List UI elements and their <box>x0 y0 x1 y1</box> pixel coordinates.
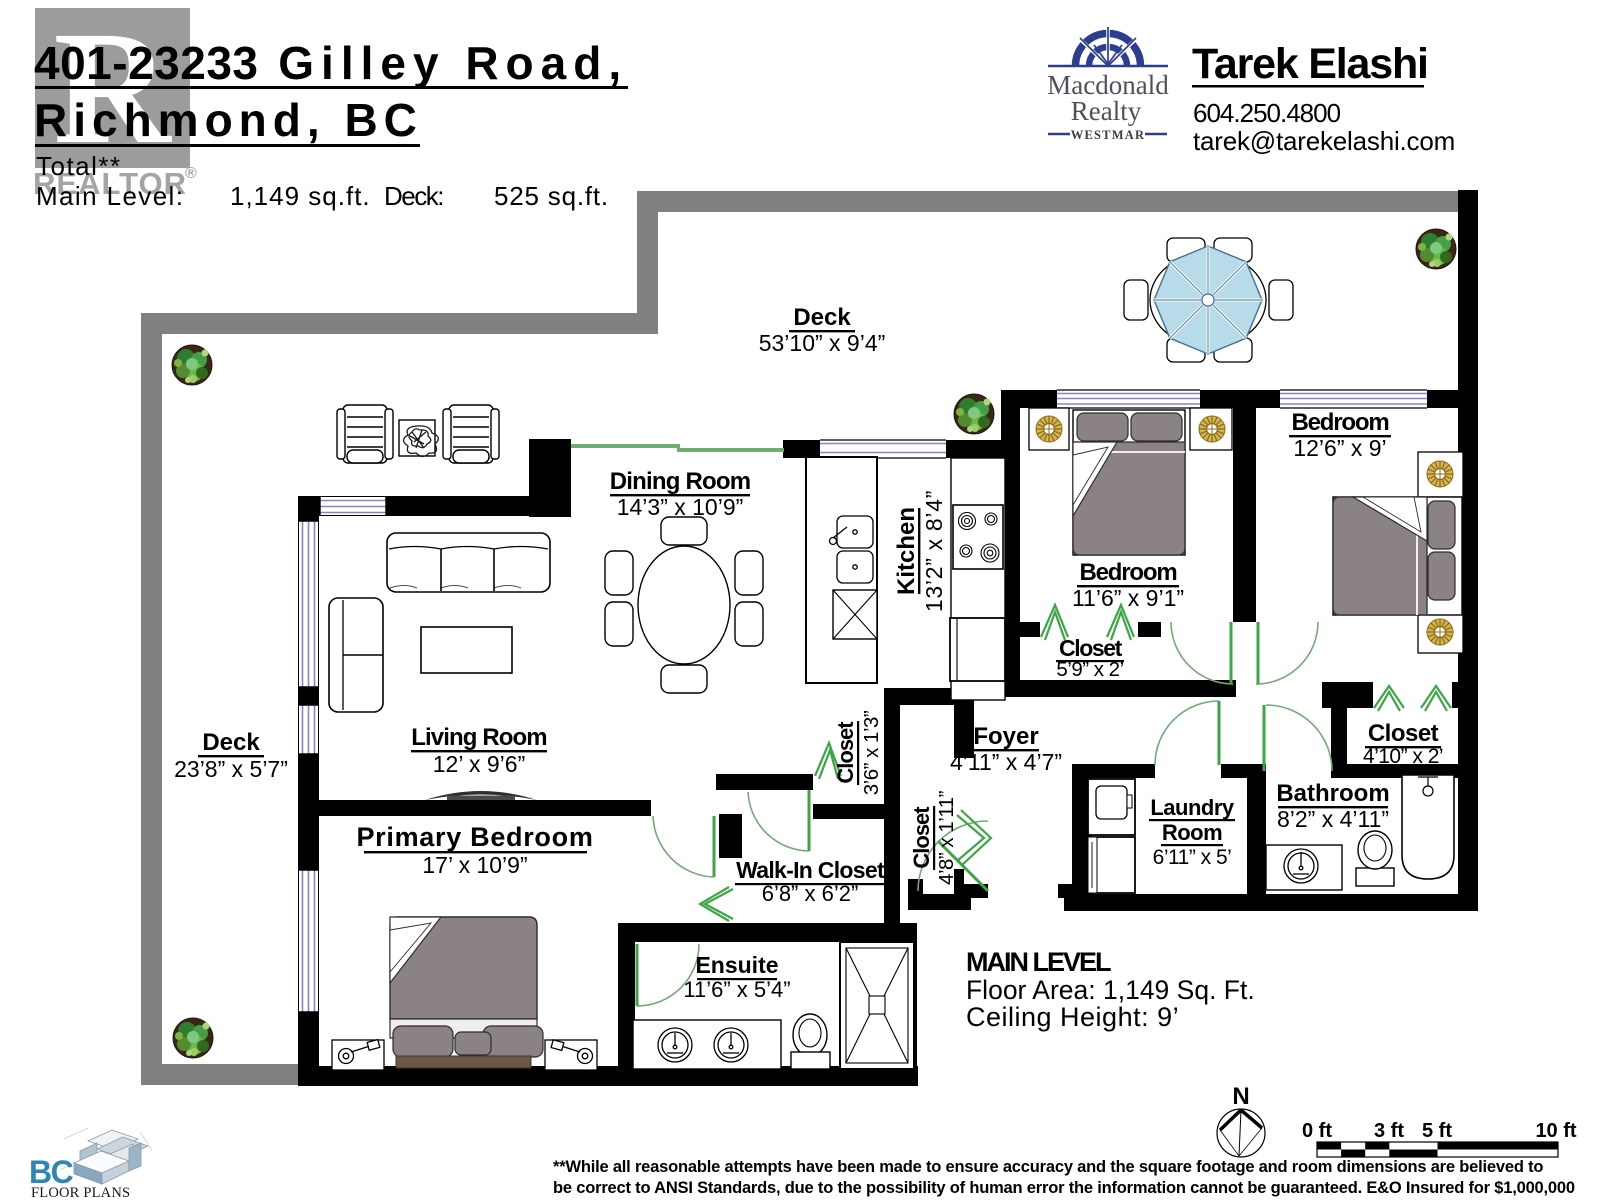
svg-text:17’ x 10’9”: 17’ x 10’9” <box>422 852 527 878</box>
svg-text:Living Room: Living Room <box>411 724 546 751</box>
svg-text:Walk-In Closet: Walk-In Closet <box>736 857 885 883</box>
svg-text:Laundry: Laundry <box>1150 795 1235 820</box>
svg-text:Deck: Deck <box>793 304 851 331</box>
svg-text:Bathroom: Bathroom <box>1276 780 1389 807</box>
svg-text:Kitchen: Kitchen <box>893 507 920 595</box>
svg-text:Primary Bedroom: Primary Bedroom <box>356 822 593 852</box>
svg-text:Macdonald: Macdonald <box>1047 70 1169 100</box>
svg-text:Floor Area: 1,149 Sq. Ft.: Floor Area: 1,149 Sq. Ft. <box>966 975 1255 1005</box>
svg-text:FLOOR PLANS: FLOOR PLANS <box>31 1185 130 1200</box>
svg-text:6’8” x 6’2”: 6’8” x 6’2” <box>762 881 859 906</box>
svg-text:23’8” x 5’7”: 23’8” x 5’7” <box>174 756 288 782</box>
svg-text:Deck:: Deck: <box>384 181 443 211</box>
svg-text:tarek@tarekelashi.com: tarek@tarekelashi.com <box>1193 126 1455 156</box>
svg-text:4’11” x 4’7”: 4’11” x 4’7” <box>950 749 1062 775</box>
svg-text:Total**: Total** <box>36 151 122 181</box>
svg-text:Closet: Closet <box>909 806 934 869</box>
svg-text:Bedroom: Bedroom <box>1080 559 1177 586</box>
svg-text:**While all reasonable attempt: **While all reasonable attempts have bee… <box>553 1158 1543 1176</box>
svg-text:5 ft: 5 ft <box>1422 1120 1452 1142</box>
svg-text:8’2” x 4’11”: 8’2” x 4’11” <box>1277 806 1389 832</box>
svg-text:Dining Room: Dining Room <box>610 468 751 495</box>
svg-text:12’6” x 9’: 12’6” x 9’ <box>1293 435 1386 461</box>
svg-text:10 ft: 10 ft <box>1535 1120 1576 1142</box>
svg-text:13’2” x 8’4”: 13’2” x 8’4” <box>921 490 947 612</box>
svg-text:be correct to ANSI Standards,: be correct to ANSI Standards, due to the… <box>553 1179 1575 1197</box>
svg-text:3’6” x 1’3”: 3’6” x 1’3” <box>860 710 883 795</box>
svg-text:REALTOR: REALTOR <box>33 166 187 201</box>
svg-text:Room: Room <box>1162 820 1222 845</box>
svg-text:6’11” x 5’: 6’11” x 5’ <box>1153 846 1232 869</box>
svg-text:WESTMAR: WESTMAR <box>1071 128 1145 142</box>
svg-text:5’9” x 2’: 5’9” x 2’ <box>1056 658 1123 681</box>
svg-text:BC: BC <box>29 1154 74 1190</box>
svg-text:14’3” x 10’9”: 14’3” x 10’9” <box>617 494 744 520</box>
svg-text:11’6” x 9’1”: 11’6” x 9’1” <box>1072 585 1184 611</box>
svg-text:Foyer: Foyer <box>973 723 1038 750</box>
svg-text:Main Level:: Main Level: <box>36 181 184 211</box>
svg-text:12’ x 9’6”: 12’ x 9’6” <box>433 751 525 777</box>
svg-text:Realty: Realty <box>1071 96 1142 126</box>
svg-text:Deck: Deck <box>202 729 260 756</box>
svg-text:N: N <box>1232 1083 1249 1110</box>
svg-text:11’6” x 5’4”: 11’6” x 5’4” <box>683 977 790 1002</box>
svg-text:Closet: Closet <box>833 721 858 784</box>
svg-text:®: ® <box>185 165 197 182</box>
svg-text:4’10” x 2’: 4’10” x 2’ <box>1363 745 1443 768</box>
svg-text:4’8” x 1’11”: 4’8” x 1’11” <box>935 790 958 885</box>
svg-text:Bedroom: Bedroom <box>1292 409 1389 436</box>
svg-text:53’10” x 9’4”: 53’10” x 9’4” <box>759 330 886 356</box>
svg-text:Ceiling Height: 9’: Ceiling Height: 9’ <box>966 1002 1179 1032</box>
svg-text:Closet: Closet <box>1059 635 1123 661</box>
svg-text:3 ft: 3 ft <box>1374 1120 1404 1142</box>
svg-text:604.250.4800: 604.250.4800 <box>1193 98 1341 128</box>
svg-text:1,149 sq.ft.: 1,149 sq.ft. <box>230 181 371 211</box>
svg-text:Richmond, BC: Richmond, BC <box>34 94 423 146</box>
svg-text:0 ft: 0 ft <box>1302 1120 1332 1142</box>
svg-text:Tarek Elashi: Tarek Elashi <box>1192 40 1428 88</box>
svg-text:Closet: Closet <box>1368 720 1439 747</box>
svg-text:Ensuite: Ensuite <box>695 952 778 978</box>
svg-text:MAIN LEVEL: MAIN LEVEL <box>966 947 1111 977</box>
svg-text:525 sq.ft.: 525 sq.ft. <box>494 181 609 211</box>
svg-text:401-23233 Gilley Road,: 401-23233 Gilley Road, <box>34 37 628 89</box>
